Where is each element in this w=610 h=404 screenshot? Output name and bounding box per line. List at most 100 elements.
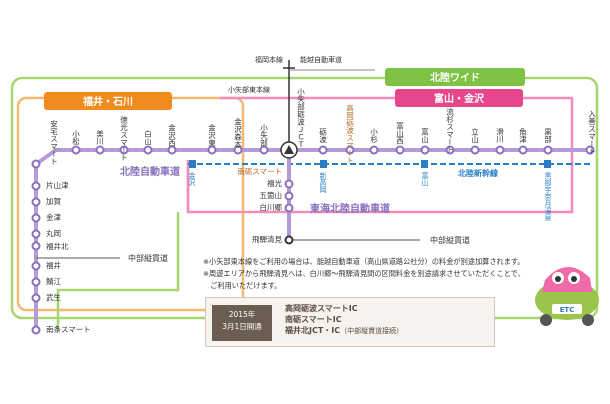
station-fukumitsu [284, 179, 294, 189]
shinkansen-toyama [421, 160, 428, 168]
label-tateyama: 立山 [470, 127, 479, 145]
station-katayamazu [31, 181, 41, 191]
label-nanjo-smart: 南条スマート [46, 324, 91, 334]
label-namerikawa: 滑川 [495, 127, 504, 144]
toyama-kanazawa-tab [395, 89, 523, 107]
label-uozu: 魚津 [518, 127, 527, 145]
etc-label: ETC [560, 306, 575, 314]
station-oyabe [259, 145, 269, 155]
fukui-ishikawa-tab [44, 92, 172, 110]
station-takefu [31, 293, 41, 303]
label-oyabe: 小矢部 [259, 124, 268, 148]
label-tokumitsu: 徳光スマート [119, 115, 128, 161]
label-toyama-sub: 富山 [421, 171, 429, 187]
noetsu-label: 能越自動車道 [300, 55, 342, 64]
label-toyama-nishi: 富山西 [395, 121, 404, 146]
label-kurobe: 黒部 [543, 128, 552, 145]
opening-date-line1: 2015年 [228, 310, 256, 319]
opening-item-3-suffix: （中部縦貫道接続） [340, 327, 404, 335]
hokuriku-wide-tab [385, 68, 525, 86]
oyabe-higashi-label: 小矢部東本線 [228, 85, 270, 94]
station-nagare [445, 145, 455, 155]
station-komatsu [71, 145, 81, 155]
chubu-jukan-label-east: 中部縦貫道 [430, 235, 470, 245]
opening-item-2: 南砺スマートIC [285, 315, 342, 324]
label-kanazawa-nishi: 金沢西 [167, 123, 176, 148]
label-shirakawago: 白川郷 [260, 202, 283, 212]
label-gokayama: 五箇山 [260, 190, 283, 200]
station-shirakawago [284, 203, 294, 213]
station-tonami [318, 145, 328, 155]
station-namerikawa [495, 145, 505, 155]
station-nyuzen [585, 145, 595, 155]
label-takefu: 武生 [46, 292, 61, 302]
west-labels: 南条スマート 武生 鯖江 福井 福井北 丸岡 金津 加賀 片山津 [46, 180, 91, 334]
etc-car-mascot: ETC [535, 266, 599, 326]
station-gokayama [284, 191, 294, 201]
station-tateyama [470, 145, 480, 155]
label-tonami: 砺波 [318, 128, 327, 145]
top-labels: 安宅スマート 小松 美川 徳光スマート 白山 金沢西 金沢東 金沢森本 小矢部 … [49, 88, 596, 165]
station-kanazawa-nishi [167, 145, 177, 155]
label-shin-takaoka: 新高岡 [319, 171, 327, 194]
shinkansen-kanazawa [189, 160, 196, 168]
label-kaga: 加賀 [46, 196, 61, 206]
station-sabae [31, 277, 41, 287]
label-hakusan: 白山 [144, 129, 153, 147]
label-fukui: 福井 [46, 260, 61, 270]
label-fukui-kita: 福井北 [46, 241, 69, 251]
etc-plate [552, 304, 582, 314]
label-oyabe-tonami-jct: 小矢部砺波ＪＣＴ [296, 88, 305, 148]
opening-item-1: 高岡砺波スマートIC [285, 304, 358, 313]
station-ataka-smart [31, 159, 41, 169]
station-kanazu [31, 213, 41, 223]
label-katayamazu: 片山津 [46, 180, 69, 190]
opening-date-line2: 3月1日開通 [222, 322, 262, 331]
opening-date-badge: 2015年 3月1日開通 [212, 305, 272, 341]
tokai-hokuriku-label: 東海北陸自動車道 [310, 202, 390, 215]
opening-list: 高岡砺波スマートIC 南砺スマートIC 福井北JCT・IC（中部縦貫道接続） [285, 303, 403, 337]
label-maruoka: 丸岡 [46, 228, 61, 238]
usage-notes: ※小矢部東本線をご利用の場合は、能越自動車道（高山県道路公社分）の料金が別途加算… [203, 256, 533, 292]
station-fukui [31, 261, 41, 271]
station-kurobe [543, 145, 553, 155]
label-komatsu: 小松 [71, 130, 80, 147]
note-line-2: ※周遊エリアから飛騨清見へは、白川郷〜飛騨清見間の区間料金を別途請求させていただ… [203, 269, 525, 278]
station-kanazawa-morimoto [233, 145, 243, 155]
label-toyama: 富山 [421, 127, 430, 145]
label-sabae: 鯖江 [46, 276, 61, 286]
label-hida-kiyomi: 飛騨清見 [252, 234, 282, 244]
station-mikawa [95, 145, 105, 155]
label-kanazawa-sub: 金沢 [188, 171, 196, 187]
opening-item-3: 福井北JCT・IC [285, 326, 341, 335]
station-takaoka-tonami [345, 145, 355, 155]
station-markers [31, 145, 595, 335]
label-kosugi: 小杉 [369, 128, 378, 145]
label-minami-tonami: 南砺スマート [237, 166, 282, 176]
station-fukui-kita [31, 241, 41, 251]
label-nyuzen: 入善スマート [587, 110, 596, 155]
station-tokumitsu [119, 145, 129, 155]
hokuriku-expressway-label: 北陸自動車道 [120, 165, 180, 178]
fukuoka-honsen-label: 福岡本線 [255, 55, 283, 64]
toyama-kanazawa-area [186, 96, 574, 214]
note-line-1: ※小矢部東本線をご利用の場合は、能越自動車道（高山県道路公社分）の料金が別途加算… [203, 257, 525, 266]
label-kanazu: 金津 [46, 212, 61, 222]
station-kaga [31, 197, 41, 207]
station-hakusan [143, 145, 153, 155]
label-kanazawa-morimoto: 金沢森本 [233, 117, 242, 150]
toyama-kanazawa-label: 富山・金沢 [434, 92, 485, 105]
label-fukumitsu: 福光 [267, 178, 282, 188]
label-ataka-smart: 安宅スマート [49, 119, 58, 165]
shinkansen-kurobe-unazuki [544, 160, 551, 168]
station-toyama-nishi [395, 145, 405, 155]
shinkansen-labels: 金沢 新高岡 富山 黒部宇奈月温泉 [188, 171, 552, 221]
chubu-jukan-label-west: 中部縦貫道 [128, 253, 168, 263]
note-line-3: ご利用いただけます。 [203, 281, 282, 290]
station-hida-kiyomi [284, 235, 294, 245]
label-kanazawa-higashi: 金沢東 [207, 123, 216, 148]
fukui-ishikawa-label: 福井・石川 [82, 95, 133, 108]
label-nagare: 流杉スマート [445, 107, 454, 153]
